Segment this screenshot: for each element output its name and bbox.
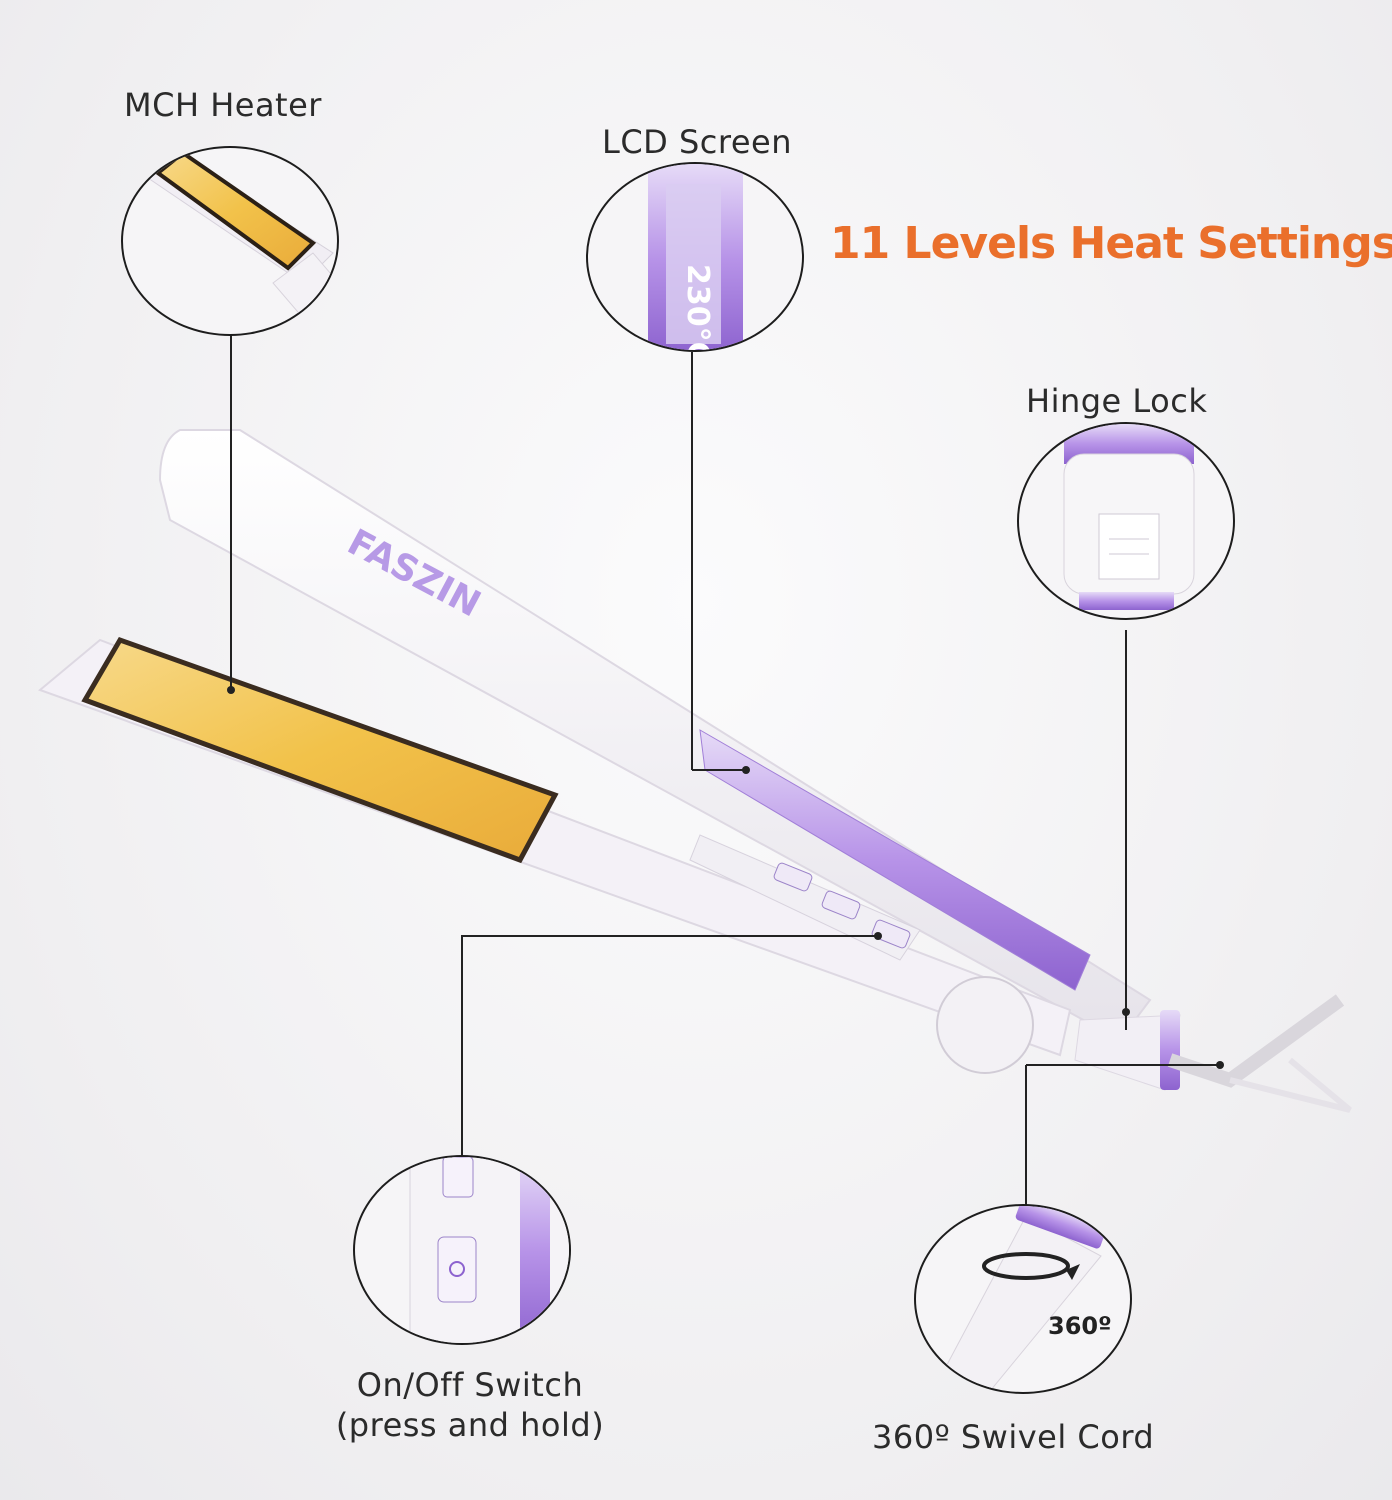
lcd-display-value: 230°C <box>680 264 715 352</box>
lower-arm <box>38 636 1181 1091</box>
plus-button[interactable] <box>773 862 813 892</box>
power-cord <box>1167 994 1352 1113</box>
lock-indicator <box>442 1157 474 1198</box>
headline: 11 Levels Heat Settings <box>830 218 1392 269</box>
label-mch-heater: MCH Heater <box>124 86 322 124</box>
hinge-lock-slider[interactable] <box>1098 513 1160 580</box>
label-hinge-lock: Hinge Lock <box>1026 382 1208 420</box>
label-onoff-switch: On/Off Switch (press and hold) <box>300 1366 640 1444</box>
label-onoff-line1: On/Off Switch <box>356 1366 584 1404</box>
callout-swivel-cord: 360º <box>914 1204 1132 1394</box>
callout-lcd-screen: 230°C <box>586 162 804 352</box>
label-onoff-line2: (press and hold) <box>335 1406 605 1444</box>
callout-dots <box>227 686 1224 1069</box>
rotate-arrow-icon <box>982 1252 1070 1280</box>
power-button[interactable] <box>871 919 911 949</box>
label-lcd-screen: LCD Screen <box>602 123 792 161</box>
callout-onoff-switch <box>353 1155 571 1345</box>
onoff-button[interactable] <box>437 1236 477 1303</box>
swivel-ring <box>1160 1010 1180 1090</box>
power-icon <box>449 1261 465 1277</box>
callout-lines <box>230 335 1220 1205</box>
callout-hinge-lock <box>1017 422 1235 620</box>
label-swivel-cord: 360º Swivel Cord <box>872 1418 1155 1456</box>
minus-button[interactable] <box>821 890 861 920</box>
callout-mch-heater <box>121 146 339 336</box>
hinge-pivot <box>936 976 1034 1074</box>
swivel-badge: 360º <box>1048 1312 1112 1340</box>
